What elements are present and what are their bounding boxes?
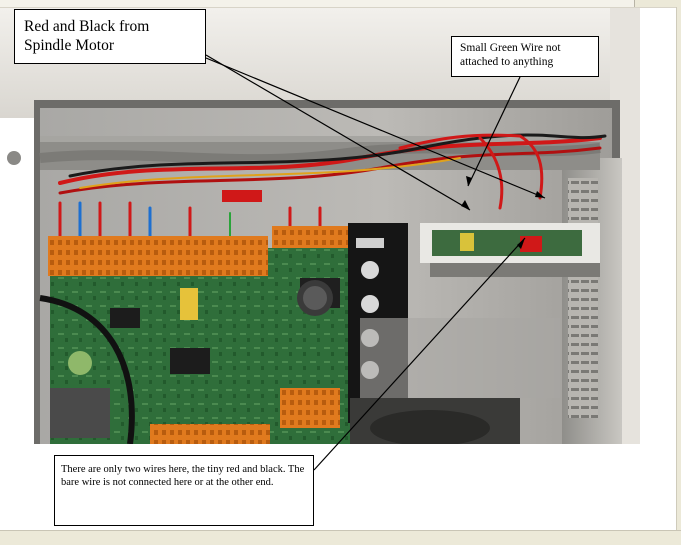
- leader-spindle-red: [205, 54, 471, 211]
- leader-two-wires: [313, 237, 526, 471]
- vertical-scrollbar[interactable]: [676, 7, 681, 531]
- callout-green-text: Small Green Wire not attached to anythin…: [460, 42, 561, 69]
- arrowhead-icon: [517, 238, 525, 249]
- callout-two-wires: There are only two wires here, the tiny …: [54, 455, 314, 526]
- leader-green-wire: [467, 76, 521, 187]
- arrowhead-icon: [466, 176, 472, 186]
- callout-green-wire: Small Green Wire not attached to anythin…: [451, 36, 599, 77]
- arrowhead-icon: [535, 191, 545, 198]
- window-corner: [634, 0, 681, 7]
- arrowhead-icon: [461, 200, 470, 210]
- callout-spindle-text: Red and Black from Spindle Motor: [24, 18, 150, 55]
- callout-wires-text: There are only two wires here, the tiny …: [61, 464, 305, 489]
- window-status-bar: [0, 530, 681, 545]
- leader-spindle-black: [205, 57, 546, 199]
- callout-spindle-motor: Red and Black from Spindle Motor: [14, 9, 206, 64]
- window-top-ruler: [0, 0, 681, 8]
